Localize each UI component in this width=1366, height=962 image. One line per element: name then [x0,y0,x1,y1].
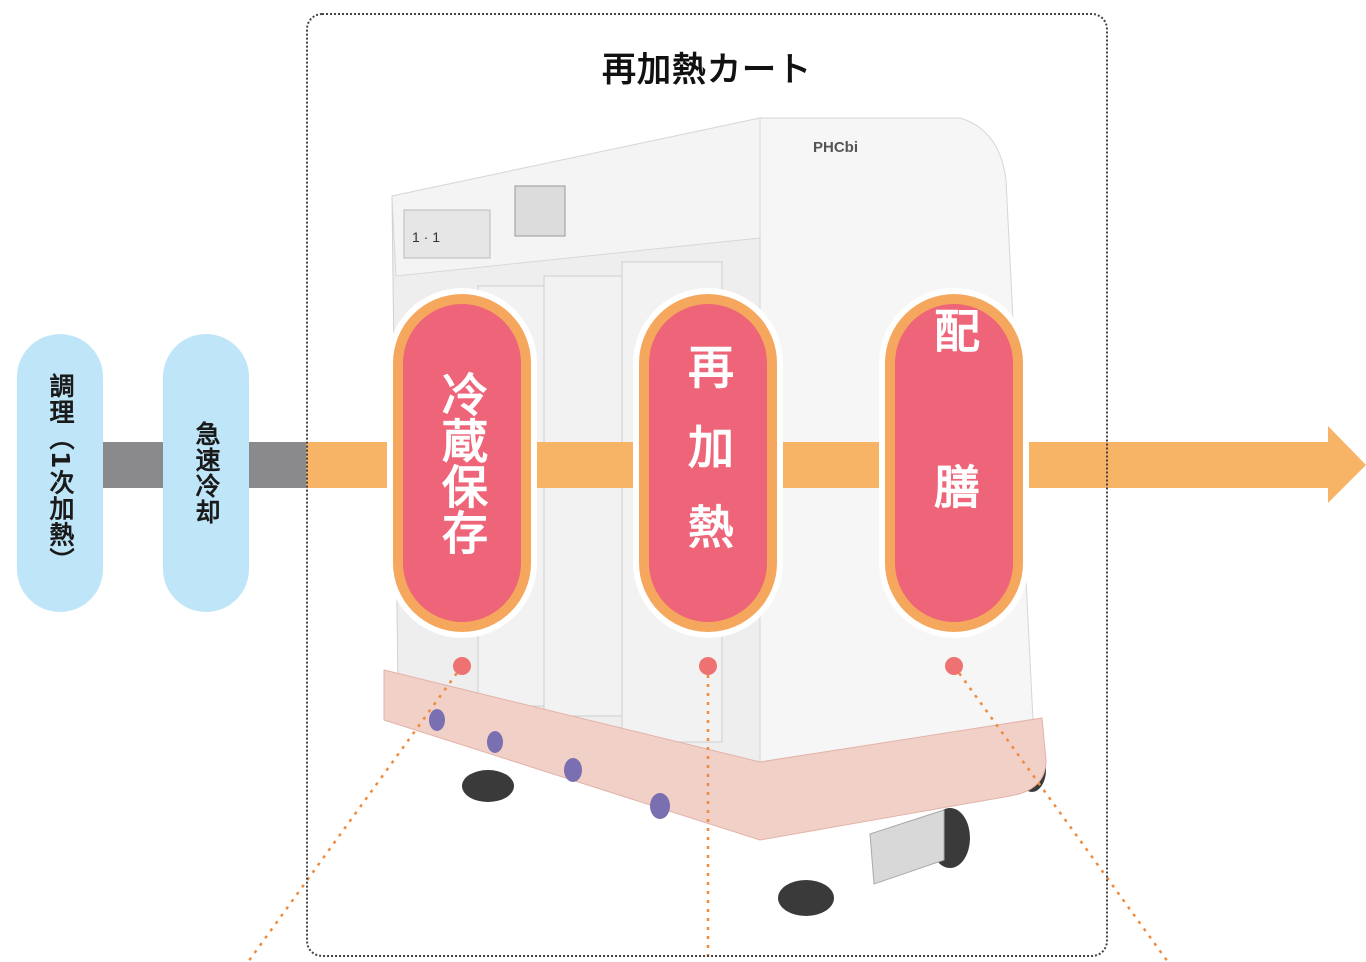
bumper [383,669,1047,841]
reheating-cart-frame [306,13,1108,957]
flow-arrow-head [1328,426,1366,503]
indicator-dot [453,657,471,675]
stage-serving: 配膳 [879,288,1029,638]
indicator-dot [699,657,717,675]
stage-reheating: 再加熱 [633,288,783,638]
leader-lines [246,665,1170,962]
cart-drawer [869,809,945,885]
cart-title: 再加熱カート [602,50,812,90]
prep-step-label: 調理（1次加熱） [46,372,75,574]
prep-step-rapid-cooling: 急速冷却 [163,334,249,612]
bumper-holes [429,709,670,819]
cart-door [543,275,623,717]
prep-step-cooking: 調理（1次加熱） [17,334,103,612]
control-panel [403,209,491,259]
indicator-dot [945,657,963,675]
stage-label: 冷蔵保存 [435,371,489,555]
stage-label: 配膳 [927,307,981,619]
prep-step-label: 急速冷却 [192,421,221,525]
display-screen [514,185,566,237]
stage-cold-storage: 冷蔵保存 [387,288,537,638]
brand-logo: PHCbi [813,139,858,156]
counter-readout: 1 · 1 [412,229,440,245]
stage-label: 再加熱 [681,343,735,583]
